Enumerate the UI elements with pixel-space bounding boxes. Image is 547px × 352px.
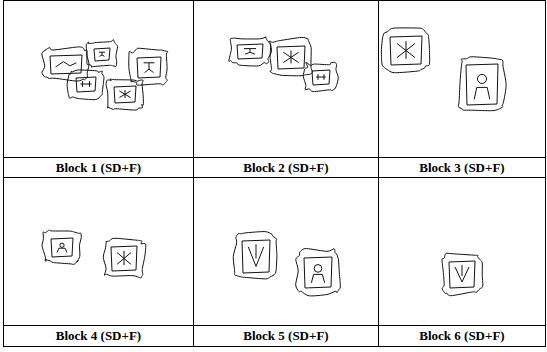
frame-outline (42, 230, 81, 264)
figure-stroke (462, 265, 463, 276)
table-grid (4, 1, 546, 347)
figure-stroke (124, 251, 125, 265)
figure-stroke (119, 91, 130, 98)
picture-border (449, 261, 475, 288)
table-rule (378, 1, 379, 347)
block-caption-cell: Block 1 (SD+F) (4, 158, 193, 177)
frame-outline (458, 57, 506, 111)
figure-stroke (125, 90, 126, 98)
figure-stroke (311, 274, 324, 282)
frame-outline (381, 28, 429, 73)
block-caption: Block 1 (SD+F) (56, 160, 141, 176)
figure-stroke (119, 91, 130, 98)
table-rule (193, 1, 194, 347)
figure-stroke (316, 77, 326, 78)
frame-outline (229, 37, 272, 66)
table-rule (4, 325, 546, 326)
frame-outline (86, 40, 117, 68)
figure-stroke (474, 87, 490, 99)
figure-head (60, 243, 64, 247)
table-rule (4, 157, 546, 158)
figure-stroke (57, 248, 67, 252)
picture-border (242, 240, 270, 273)
picture-border (50, 55, 82, 74)
block-caption-cell: Block 6 (SD+F) (379, 326, 545, 346)
table-rule (4, 177, 546, 178)
table-border (4, 1, 546, 347)
frame-outline (303, 62, 338, 91)
figure-head (314, 265, 322, 273)
picture-border (466, 64, 498, 105)
frame-outline (442, 253, 483, 296)
framed-picture (442, 253, 483, 296)
frame-outline (270, 37, 313, 75)
figure-stroke (406, 41, 407, 59)
picture-border (304, 257, 332, 288)
framed-picture (229, 37, 272, 66)
framed-picture (103, 238, 146, 278)
block-caption: Block 2 (SD+F) (243, 160, 328, 176)
framed-picture (270, 37, 313, 75)
figure-stroke (245, 52, 255, 54)
framed-picture (42, 230, 81, 264)
frame-outline (129, 48, 168, 85)
framed-picture (86, 40, 117, 68)
picture-border (76, 77, 96, 92)
picture-border (312, 70, 330, 85)
frame-outline (42, 47, 89, 81)
block-caption: Block 6 (SD+F) (419, 328, 504, 344)
frame-outline (103, 238, 146, 278)
picture-border (390, 36, 422, 65)
frame-outline (106, 79, 143, 110)
frame-outline (296, 249, 341, 296)
framed-picture (106, 79, 143, 110)
framed-picture (42, 47, 89, 81)
framed-picture (67, 70, 104, 100)
framed-picture (458, 57, 506, 111)
figure-stroke (256, 244, 257, 258)
figure-stroke (100, 55, 105, 57)
picture-border (237, 44, 263, 59)
block-caption: Block 4 (SD+F) (56, 328, 141, 344)
figure-stroke (149, 63, 150, 69)
framed-picture (233, 232, 277, 279)
framed-picture (303, 62, 338, 91)
block-caption-cell: Block 3 (SD+F) (379, 158, 545, 177)
picture-border (277, 46, 305, 69)
figure-stroke (291, 51, 292, 64)
block-caption-cell: Block 4 (SD+F) (4, 326, 193, 346)
figure-stroke (80, 84, 91, 85)
picture-border (94, 48, 110, 61)
block-caption: Block 3 (SD+F) (419, 160, 504, 176)
figure-head (477, 74, 486, 83)
figure-stroke (56, 62, 77, 67)
framed-picture (381, 28, 429, 73)
picture-border (137, 57, 161, 78)
block-caption-cell: Block 2 (SD+F) (194, 158, 378, 177)
figure-stroke (250, 49, 251, 53)
figure-stroke (145, 69, 154, 73)
sketched-pictures (42, 28, 506, 296)
picture-border (114, 86, 136, 103)
framed-picture (296, 249, 341, 296)
frame-outline (233, 232, 277, 279)
block-caption: Block 5 (SD+F) (243, 328, 328, 344)
framed-picture (129, 48, 168, 85)
picture-border (51, 238, 73, 257)
block-caption-cell: Block 5 (SD+F) (194, 326, 378, 346)
frame-outline (67, 70, 104, 100)
picture-border (111, 246, 137, 271)
